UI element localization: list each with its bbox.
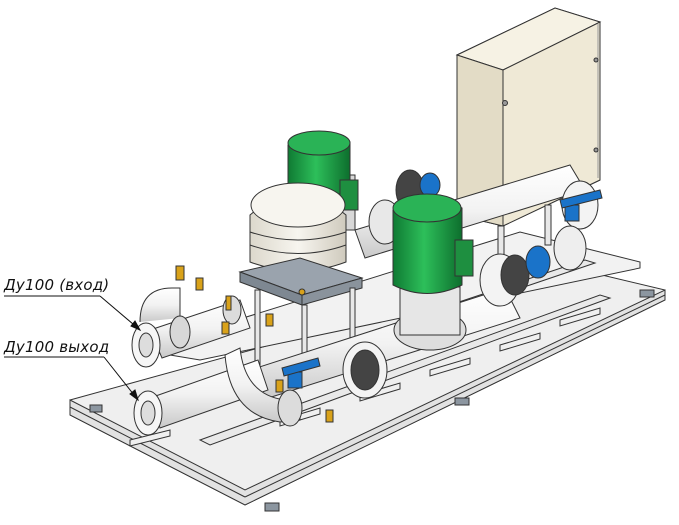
back-ball-valve [559, 189, 603, 222]
pressure-tank [238, 182, 364, 381]
inlet-callout-label: Ду100 (вход) [4, 276, 110, 294]
outlet-callout-label: Ду100 выход [4, 338, 110, 356]
front-pump [392, 193, 474, 351]
back-pump [287, 130, 359, 231]
outlet-ball-valve [281, 357, 321, 389]
gauge-fittings [175, 265, 334, 423]
inlet-ball-valve [222, 295, 242, 325]
inlet-pipe [131, 287, 251, 368]
callout-leaders [4, 295, 142, 402]
outlet-pipe [133, 347, 303, 436]
